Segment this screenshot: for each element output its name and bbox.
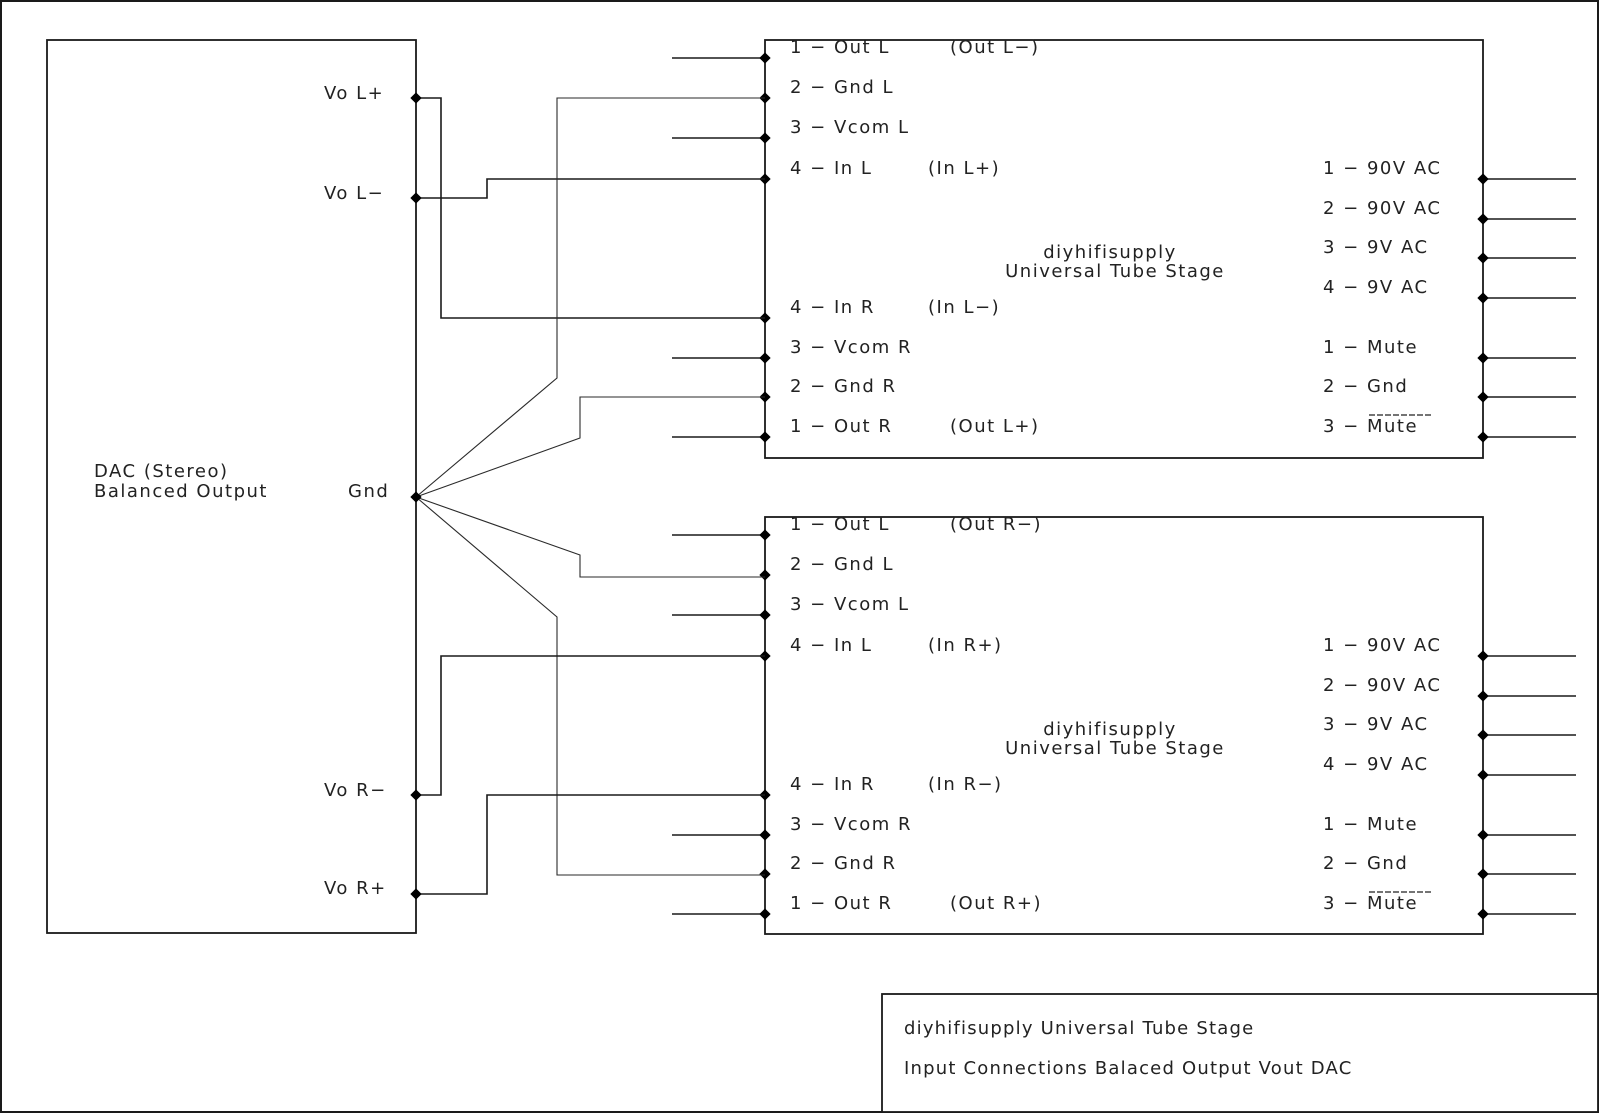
wire-gnd-top-gnd-r xyxy=(415,396,765,498)
mute-pin-node xyxy=(1477,431,1489,443)
pin-node xyxy=(759,52,771,64)
power-pin-label: 4 − 9V AC xyxy=(1323,754,1429,775)
pin-label: 3 − Vcom L xyxy=(790,117,909,138)
module-box xyxy=(764,516,1484,935)
mute-pin-node xyxy=(1477,908,1489,920)
title-line2: Input Connections Balaced Output Vout DA… xyxy=(904,1058,1352,1079)
pin-label: 1 − Out R xyxy=(790,893,892,914)
pin-node xyxy=(759,529,771,541)
pin-note: (Out R+) xyxy=(950,893,1042,914)
node-gnd xyxy=(410,491,422,503)
power-pin-node xyxy=(1477,213,1489,225)
title-block: diyhifisupply Universal Tube Stage Input… xyxy=(881,993,1599,1113)
dac-pin-vo-r-minus: Vo R− xyxy=(324,780,387,801)
power-pin-node xyxy=(1477,650,1489,662)
mute-pin-label: 1 − Mute xyxy=(1323,814,1418,835)
title-block-box xyxy=(881,993,1599,1113)
module-name-line1: diyhifisupply xyxy=(1043,242,1177,263)
node-vo-r-plus xyxy=(410,888,422,900)
pin-node xyxy=(759,431,771,443)
mute-pin-node xyxy=(1477,352,1489,364)
node-vo-l-minus xyxy=(410,192,422,204)
module-name-line2: Universal Tube Stage xyxy=(1005,261,1225,282)
mute-pin-node xyxy=(1477,391,1489,403)
wire-vo-l-plus xyxy=(416,97,765,319)
power-pin-node xyxy=(1477,690,1489,702)
dac-box xyxy=(46,39,417,934)
dac-pin-vo-l-minus: Vo L− xyxy=(324,183,384,204)
mute-pin-node xyxy=(1477,868,1489,880)
power-pin-node xyxy=(1477,292,1489,304)
power-pin-node xyxy=(1477,729,1489,741)
pin-label: 4 − In R xyxy=(790,774,875,795)
dac-pin-gnd: Gnd xyxy=(348,481,389,502)
pin-label: 4 − In L xyxy=(790,158,872,179)
pin-note: (In R−) xyxy=(928,774,1003,795)
dac-pin-vo-r-plus: Vo R+ xyxy=(324,878,387,899)
pin-label: 3 − Vcom R xyxy=(790,337,912,358)
power-pin-node xyxy=(1477,252,1489,264)
pin-note: (In L+) xyxy=(928,158,1000,179)
power-pin-label: 3 − 9V AC xyxy=(1323,237,1429,258)
pin-label: 2 − Gnd R xyxy=(790,853,897,874)
pin-label: 2 − Gnd R xyxy=(790,376,897,397)
pin-label: 1 − Out R xyxy=(790,416,892,437)
pin-label: 1 − Out L xyxy=(790,514,890,535)
power-pin-label: 1 − 90V AC xyxy=(1323,158,1441,179)
pin-note: (Out L−) xyxy=(950,37,1040,58)
module-name-line2: Universal Tube Stage xyxy=(1005,738,1225,759)
wire-gnd-bottom-gnd-r xyxy=(415,496,765,876)
dac-pin-vo-l-plus: Vo L+ xyxy=(324,83,384,104)
pin-note: (In L−) xyxy=(928,297,1000,318)
pin-label: 2 − Gnd L xyxy=(790,77,894,98)
module-name-line1: diyhifisupply xyxy=(1043,719,1177,740)
pin-label: 2 − Gnd L xyxy=(790,554,894,575)
pin-label: 3 − Vcom L xyxy=(790,594,909,615)
pin-node xyxy=(759,609,771,621)
pin-node xyxy=(759,132,771,144)
mute-pin-label: 2 − Gnd xyxy=(1323,376,1408,397)
pin-node xyxy=(759,868,771,880)
power-pin-node xyxy=(1477,173,1489,185)
pin-label: 3 − Vcom R xyxy=(790,814,912,835)
pin-note: (Out R−) xyxy=(950,514,1042,535)
pin-label: 1 − Out L xyxy=(790,37,890,58)
wires xyxy=(415,97,765,895)
mute-pin-label: 2 − Gnd xyxy=(1323,853,1408,874)
power-pin-label: 2 − 90V AC xyxy=(1323,675,1441,696)
power-pin-node xyxy=(1477,769,1489,781)
dac-label-line2: Balanced Output xyxy=(94,481,268,502)
power-pin-label: 2 − 90V AC xyxy=(1323,198,1441,219)
mute-pin-label: 1 − Mute xyxy=(1323,337,1418,358)
pin-note: (Out L+) xyxy=(950,416,1040,437)
mute-pin-node xyxy=(1477,829,1489,841)
wire-vo-r-plus xyxy=(416,794,765,895)
wire-vo-r-minus xyxy=(416,655,765,796)
pin-node xyxy=(759,352,771,364)
dac-block: DAC (Stereo) Balanced Output Vo L+ Vo L−… xyxy=(46,39,417,934)
pin-node xyxy=(759,908,771,920)
pin-node xyxy=(759,829,771,841)
mute-pin-label: 3 − Mute xyxy=(1323,893,1418,914)
pin-label: 4 − In R xyxy=(790,297,875,318)
power-pin-label: 1 − 90V AC xyxy=(1323,635,1441,656)
power-pin-label: 3 − 9V AC xyxy=(1323,714,1429,735)
wire-vo-l-minus xyxy=(416,178,765,199)
pin-note: (In R+) xyxy=(928,635,1003,656)
power-pin-label: 4 − 9V AC xyxy=(1323,277,1429,298)
module-box xyxy=(764,39,1484,459)
wire-gnd-bottom-gnd-l xyxy=(415,496,765,578)
pin-label: 4 − In L xyxy=(790,635,872,656)
pin-node xyxy=(759,569,771,581)
wire-gnd-top-gnd-l xyxy=(415,97,765,498)
title-line1: diyhifisupply Universal Tube Stage xyxy=(904,1018,1254,1039)
node-vo-r-minus xyxy=(410,789,422,801)
mute-pin-label: 3 − Mute xyxy=(1323,416,1418,437)
dac-label-line1: DAC (Stereo) xyxy=(94,461,229,482)
